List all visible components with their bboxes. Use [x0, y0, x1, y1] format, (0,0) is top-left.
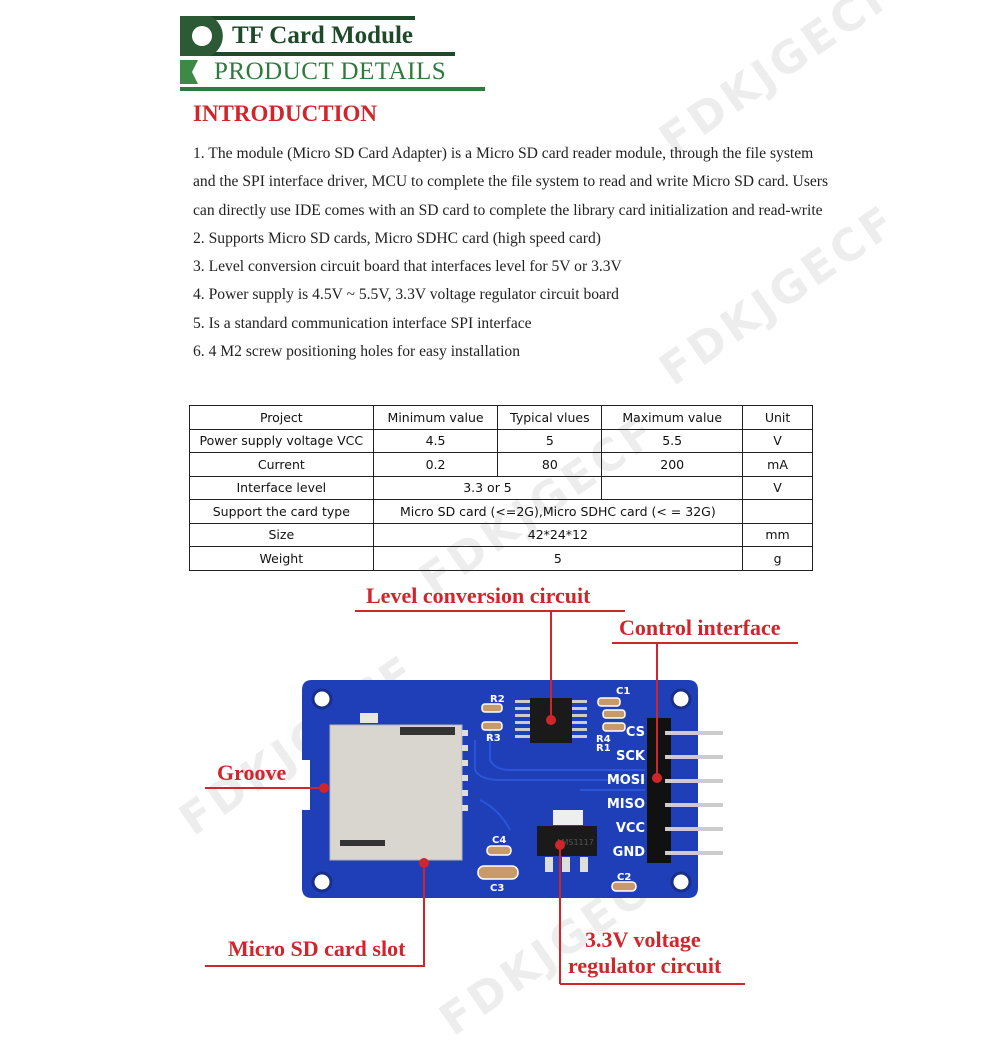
chip-marking: AMS1117: [556, 838, 594, 847]
callout-sd-slot: Micro SD card slot: [228, 936, 406, 961]
intro-item: 3. Level conversion circuit board that i…: [193, 258, 622, 276]
callout-control-interface: Control interface: [619, 615, 781, 640]
table-header-row: Project Minimum value Typical vlues Maxi…: [189, 405, 813, 430]
cell: 42*24*12: [372, 522, 744, 547]
component-label: C4: [492, 835, 506, 846]
component-label: R1: [596, 743, 611, 754]
cell: Size: [189, 522, 374, 547]
table-row: Support the card type Micro SD card (<=2…: [189, 499, 813, 524]
table-row: Power supply voltage VCC 4.5 5 5.5 V: [189, 428, 813, 453]
pin-label: VCC: [616, 821, 645, 836]
cell: [601, 475, 744, 500]
watermark: FDKJGECF: [170, 645, 428, 846]
component-label: C3: [490, 883, 504, 894]
pin-label: SCK: [616, 749, 646, 764]
page-subtitle: PRODUCT DETAILS: [214, 58, 447, 85]
table-row: Weight 5 g: [189, 546, 813, 571]
component-label: R4: [596, 734, 611, 745]
spec-table: Project Minimum value Typical vlues Maxi…: [189, 405, 813, 571]
component-label: R2: [490, 694, 505, 705]
pin-label: MOSI: [607, 773, 645, 788]
component-label: C1: [616, 686, 630, 697]
cell: V: [742, 428, 813, 453]
cell: 4.5: [372, 428, 499, 453]
intro-item: 5. Is a standard communication interface…: [193, 314, 532, 332]
header-cell: Minimum value: [372, 405, 499, 430]
header-banner: [180, 16, 485, 91]
cell: 0.2: [372, 452, 499, 477]
header-cell: Maximum value: [601, 405, 744, 430]
intro-list: 1. The module (Micro SD Card Adapter) is…: [193, 140, 833, 366]
intro-item: 6. 4 M2 screw positioning holes for easy…: [193, 343, 520, 361]
cell: 5.5: [601, 428, 744, 453]
cell: 3.3 or 5: [372, 475, 603, 500]
callout-lines: [205, 610, 798, 985]
page-title: TF Card Module: [232, 22, 414, 49]
intro-heading: INTRODUCTION: [193, 101, 378, 126]
header-cell: Typical vlues: [497, 405, 603, 430]
pin-label: MISO: [607, 797, 645, 812]
pin-label: CS: [626, 725, 645, 740]
intro-item: 2. Supports Micro SD cards, Micro SDHC c…: [193, 229, 601, 247]
callout-groove: Groove: [217, 760, 287, 785]
table-row: Current 0.2 80 200 mA: [189, 452, 813, 477]
cell: Current: [189, 452, 374, 477]
cell: [742, 499, 813, 524]
table-row: Size 42*24*12 mm: [189, 522, 813, 547]
table-row: Interface level 3.3 or 5 V: [189, 475, 813, 500]
cell: 200: [601, 452, 744, 477]
intro-item: 1. The module (Micro SD Card Adapter) is…: [193, 145, 829, 219]
cell: Micro SD card (<=2G),Micro SDHC card (< …: [372, 499, 744, 524]
component-label: R3: [486, 733, 501, 744]
cell: mm: [742, 522, 813, 547]
cell: Interface level: [189, 475, 374, 500]
cell: Support the card type: [189, 499, 374, 524]
cell: Power supply voltage VCC: [189, 428, 374, 453]
header-cell: Unit: [742, 405, 813, 430]
cell: V: [742, 475, 813, 500]
callout-regulator-line1: 3.3V voltage: [585, 927, 701, 952]
header-cell: Project: [189, 405, 374, 430]
cell: Weight: [189, 546, 374, 571]
cell: 5: [372, 546, 744, 571]
callout-level-conversion: Level conversion circuit: [366, 583, 591, 608]
callout-regulator-line2: regulator circuit: [568, 953, 722, 978]
cell: mA: [742, 452, 813, 477]
intro-item: 4. Power supply is 4.5V ~ 5.5V, 3.3V vol…: [193, 286, 619, 304]
cell: g: [742, 546, 813, 571]
cell: 5: [497, 428, 603, 453]
cell: 80: [497, 452, 603, 477]
